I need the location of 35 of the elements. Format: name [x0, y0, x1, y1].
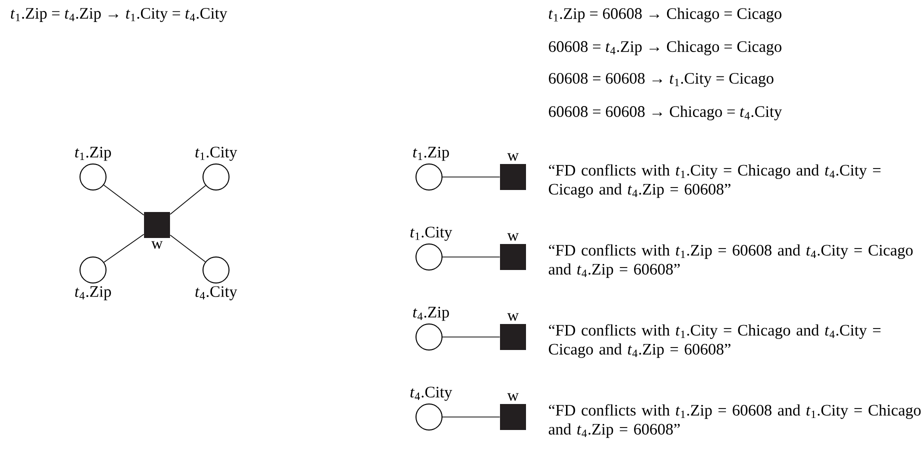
conflict-note: “FD conflicts with t$_{1}$.City = Chicago and t$_{4}$.City = Cicago and t$_{4}$.Zip = 60608”: [548, 164, 880, 198]
node-label: t$_{4}$.Zip: [75, 286, 111, 300]
connector-line: [442, 336, 500, 338]
connector-line: [442, 256, 500, 258]
conflict-note: “FD conflicts with t$_{1}$.City = Chicago and t$_{4}$.City = Cicago and t$_{4}$.Zip = 60608”: [548, 324, 880, 358]
factor-square: w: [500, 153, 526, 190]
node-label: t$_{4}$.City: [410, 386, 452, 401]
connector-line: [170, 234, 206, 262]
node-label: w: [507, 313, 519, 321]
factor-square: w: [500, 313, 526, 350]
node-label: t$_{1}$.Zip: [75, 146, 111, 161]
factor-square: w: [144, 212, 170, 249]
formula-text: t$_{1}$.Zip = 60608 → Chicago = Cicago: [548, 8, 782, 22]
connector-line: [103, 184, 144, 216]
formula-text: t$_{1}$.Zip = t$_{4}$.Zip → t$_{1}$.City = t$_{4}$.City: [10, 8, 228, 22]
connector-line: [104, 234, 144, 263]
connector-line: [442, 176, 500, 178]
node-label: w: [507, 153, 519, 161]
conflict-note: “FD conflicts with t$_{1}$.Zip = 60608 and t$_{4}$.City = Cicago and t$_{4}$.Zip = 60608”: [548, 244, 913, 278]
connector-line: [170, 185, 206, 215]
formula-text: 60608 = 60608 → Chicago = t$_{4}$.City: [548, 106, 782, 120]
node-label: t$_{1}$.City: [410, 226, 452, 241]
conflict-note: “FD conflicts with t$_{1}$.Zip = 60608 and t$_{1}$.City = Chicago and t$_{4}$.Zip = 60608”: [548, 404, 921, 438]
factor-square: w: [500, 233, 526, 270]
formula-text: 60608 = t$_{4}$.Zip → Chicago = Cicago: [548, 40, 782, 56]
node-label: t$_{1}$.City: [196, 146, 238, 161]
factor-square: w: [500, 393, 526, 430]
formula-text: 60608 = 60608 → t$_{1}$.City = Cicago: [548, 72, 774, 88]
node-label: t$_{4}$.City: [196, 286, 238, 300]
node-label: w: [151, 241, 163, 249]
node-label: t$_{1}$.Zip: [413, 146, 449, 161]
node-label: w: [507, 233, 519, 241]
node-label: t$_{4}$.Zip: [413, 306, 449, 321]
node-label: w: [507, 393, 519, 401]
connector-line: [442, 416, 500, 418]
